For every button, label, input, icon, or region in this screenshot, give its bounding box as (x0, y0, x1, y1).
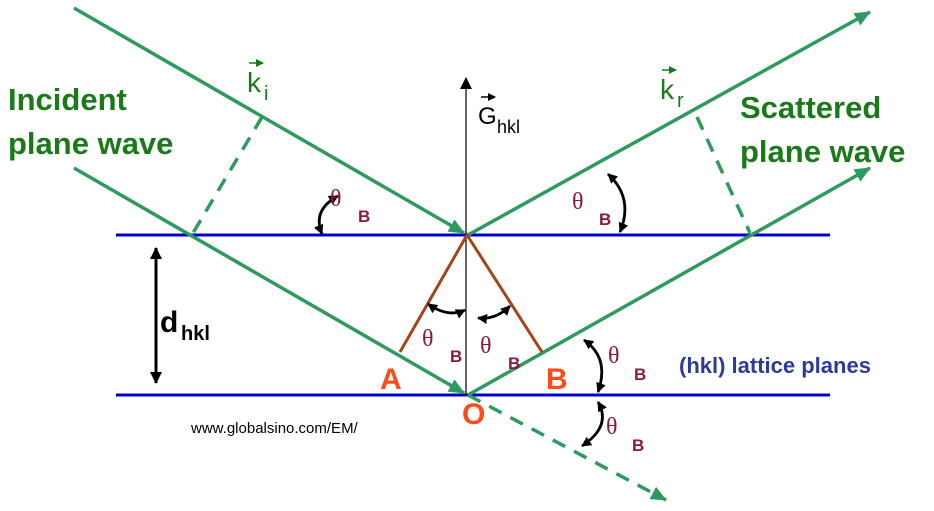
theta-label-incident-top: θ (330, 186, 342, 212)
scattered-label-line1: Scattered (740, 90, 881, 125)
g-subscript: hkl (497, 117, 520, 137)
incident-wavefront (191, 116, 264, 234)
angle-arc-incident-top (313, 194, 339, 235)
kr-subscript: r (677, 90, 684, 112)
angle-arc-scattered-bottom (583, 338, 606, 393)
scattered-ray-bottom (467, 166, 871, 397)
theta-label-scattered-bottom: θ (608, 343, 620, 369)
website-credit: www.globalsino.com/EM/ (190, 420, 359, 437)
incident-ray-bottom (73, 166, 465, 395)
theta-sub-construction-right: B (508, 354, 520, 373)
d-label: d (160, 306, 178, 339)
kr-label: k (660, 74, 675, 105)
theta-label-construction-left: θ (422, 326, 434, 352)
point-a-label: A (380, 363, 402, 396)
angle-arc-construction-left (427, 302, 466, 319)
theta-label-scattered-top: θ (572, 189, 584, 215)
angle-arc-transmitted (581, 401, 607, 448)
incident-label-line1: Incident (8, 82, 127, 117)
theta-sub-incident-top: B (358, 207, 370, 226)
theta-sub-transmitted: B (632, 436, 644, 455)
path-difference-construction (398, 232, 544, 353)
incident-ray-top (73, 6, 465, 235)
theta-sub-scattered-bottom: B (634, 365, 646, 384)
scattered-label-line2: plane wave (740, 134, 905, 169)
transmitted-ray (467, 393, 667, 502)
theta-sub-scattered-top: B (599, 210, 611, 229)
g-label: G (478, 103, 497, 130)
angle-arc-construction-right (477, 304, 511, 324)
ki-label: k (247, 67, 262, 98)
angle-arc-scattered-top (607, 172, 629, 233)
theta-label-construction-right: θ (480, 333, 492, 359)
incident-label-line2: plane wave (8, 126, 173, 161)
scattered-wavefront (695, 116, 752, 234)
theta-label-transmitted: θ (606, 414, 618, 440)
ki-subscript: i (264, 83, 268, 105)
lattice-planes-label: (hkl) lattice planes (679, 353, 871, 378)
point-o-label: O (462, 398, 485, 431)
theta-sub-construction-left: B (450, 347, 462, 366)
scattered-ray-top (467, 10, 871, 237)
point-b-label: B (546, 363, 568, 396)
d-subscript: hkl (181, 323, 210, 345)
